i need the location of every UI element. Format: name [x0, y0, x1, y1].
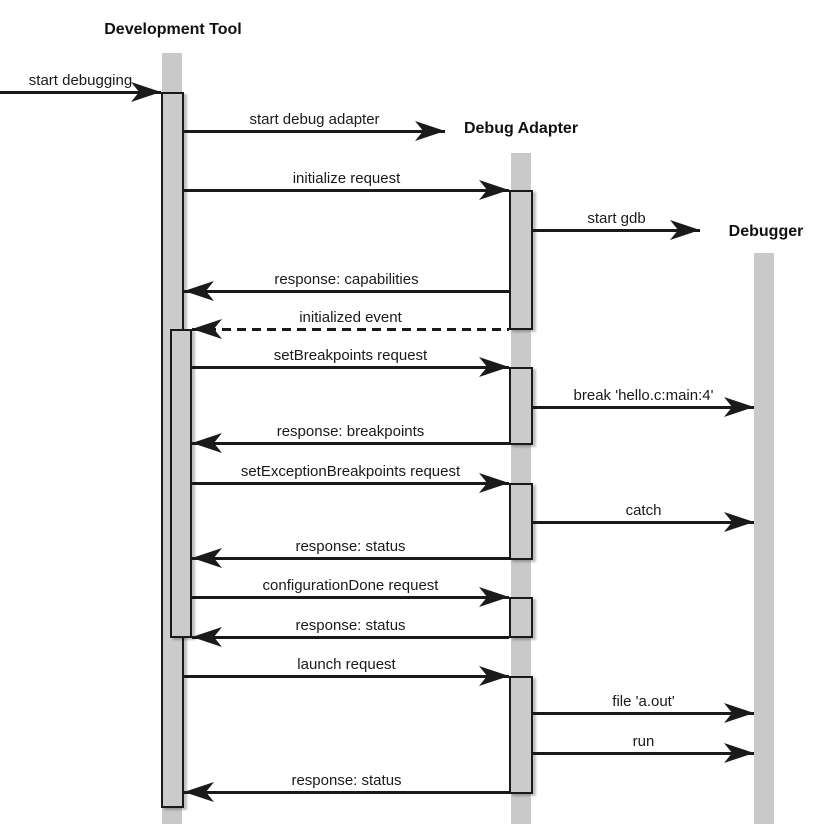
message-start-debugging: start debugging [0, 70, 161, 102]
message-break-hello-c-main-4: break 'hello.c:main:4' [533, 385, 754, 417]
message-label: response: capabilities [274, 271, 419, 288]
message-configurationdone-request: configurationDone request [192, 575, 509, 607]
activation-debug-adapter-configurationdone [509, 597, 533, 638]
message-response-status-2: response: status [192, 615, 509, 647]
message-run: run [533, 731, 754, 763]
message-line [184, 675, 509, 678]
message-label: response: breakpoints [276, 423, 425, 440]
actor-label-debug-adapter: Debug Adapter [463, 120, 579, 137]
message-label: catch [625, 502, 662, 519]
activation-debug-adapter-launch [509, 676, 533, 794]
message-line [192, 366, 509, 369]
message-catch: catch [533, 500, 754, 532]
activation-debug-adapter-setexceptionbreakpoints [509, 483, 533, 560]
message-line [184, 791, 509, 794]
message-label: launch request [297, 656, 396, 673]
message-line [192, 482, 509, 485]
activation-debug-adapter-setbreakpoints [509, 367, 533, 445]
message-line [192, 442, 509, 445]
message-label: break 'hello.c:main:4' [573, 387, 714, 404]
message-line [0, 91, 161, 94]
message-label: initialize request [292, 170, 401, 187]
message-line [533, 752, 754, 755]
message-line [184, 290, 509, 293]
message-line [533, 406, 754, 409]
message-initialized-event: initialized event [192, 307, 509, 339]
message-launch-request: launch request [184, 654, 509, 686]
message-line [533, 712, 754, 715]
message-label: start debug adapter [249, 111, 380, 128]
message-line [533, 229, 700, 232]
activation-development-tool-nested [170, 329, 192, 638]
message-line [192, 636, 509, 639]
actor-label-development-tool: Development Tool [104, 21, 242, 38]
message-label: setBreakpoints request [273, 347, 428, 364]
message-setbreakpoints-request: setBreakpoints request [192, 345, 509, 377]
message-line [184, 130, 445, 133]
message-line [184, 189, 509, 192]
message-label: response: status [295, 617, 406, 634]
message-initialize-request: initialize request [184, 168, 509, 200]
message-label: run [632, 733, 655, 750]
activation-debug-adapter-initialize [509, 190, 533, 330]
message-label: file 'a.out' [612, 693, 675, 710]
message-response-breakpoints: response: breakpoints [192, 421, 509, 453]
message-setexceptionbreakpoints-request: setExceptionBreakpoints request [192, 461, 509, 493]
message-line [533, 521, 754, 524]
message-start-gdb: start gdb [533, 208, 700, 240]
actor-label-debugger: Debugger [728, 223, 804, 240]
message-line [192, 596, 509, 599]
message-label: setExceptionBreakpoints request [240, 463, 461, 480]
message-label: configurationDone request [262, 577, 439, 594]
message-label: response: status [291, 772, 402, 789]
message-response-capabilities: response: capabilities [184, 269, 509, 301]
message-start-debug-adapter: start debug adapter [184, 109, 445, 141]
message-label: start debugging [28, 72, 133, 89]
message-label: initialized event [299, 309, 402, 326]
message-response-status-3: response: status [184, 770, 509, 802]
message-label: response: status [295, 538, 406, 555]
message-label: start gdb [587, 210, 646, 227]
message-line [192, 328, 509, 331]
lifeline-debugger [754, 253, 774, 824]
message-line [192, 557, 509, 560]
message-file-a-out: file 'a.out' [533, 691, 754, 723]
message-response-status-1: response: status [192, 536, 509, 568]
